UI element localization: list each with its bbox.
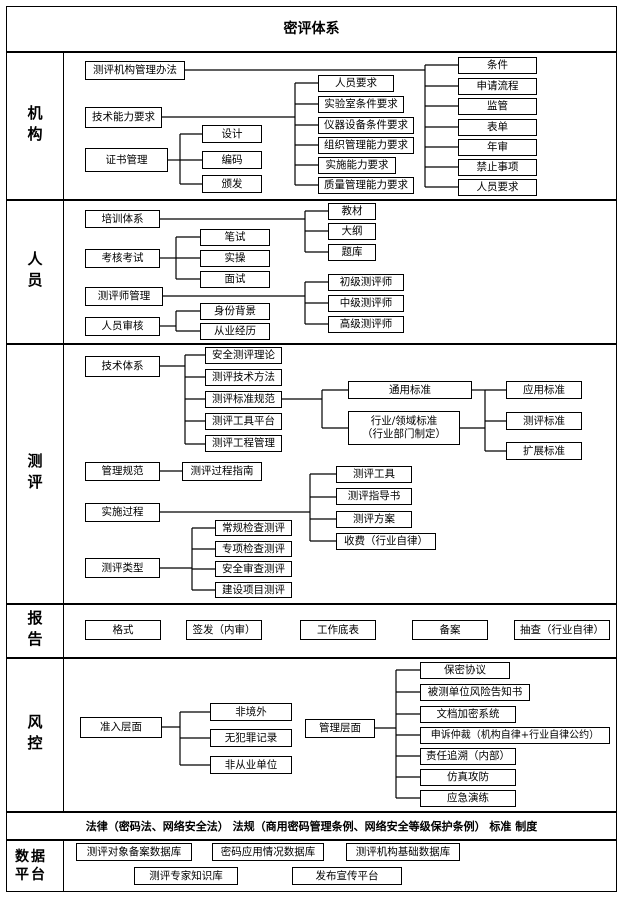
section-baogao-label-col <box>6 604 64 658</box>
fengkong-mgmt-box: 管理层面 <box>305 719 375 738</box>
evaluator-item-1: 中级测评师 <box>328 295 404 312</box>
mgmt-item-0: 条件 <box>458 57 537 74</box>
section-jigou-label-col <box>6 52 64 200</box>
process-item-3: 收费（行业自律） <box>336 533 436 550</box>
type-item-2: 安全审查测评 <box>215 561 292 577</box>
fk-mgmt-item-6: 应急演练 <box>420 790 516 807</box>
ceping-tech-item-0: 安全测评理论 <box>205 347 282 364</box>
mgmt-item-4: 年审 <box>458 139 537 156</box>
section-label-fengkong: 风控 <box>25 714 44 756</box>
train-item-2: 题库 <box>328 244 376 261</box>
std-item-0: 应用标准 <box>506 381 582 399</box>
ceping-tech-item-1: 测评技术方法 <box>205 369 282 386</box>
page-title: 密评体系 <box>283 21 340 37</box>
ceping-tech-item-3: 测评工具平台 <box>205 413 282 430</box>
data-item-2: 测评机构基础数据库 <box>346 843 460 861</box>
general-std-box: 通用标准 <box>348 381 472 399</box>
ceping-mgmt-norm-box: 管理规范 <box>85 462 160 481</box>
access-item-0: 非境外 <box>210 703 292 721</box>
process-item-1: 测评指导书 <box>336 488 412 505</box>
jigou-tech-box: 技术能力要求 <box>85 107 162 128</box>
cert-item-0: 设计 <box>202 125 262 143</box>
report-item-2: 工作底表 <box>300 620 376 640</box>
section-label-shuju: 数据平台 <box>15 848 47 883</box>
data-item-3: 测评专家知识库 <box>134 867 238 885</box>
fk-mgmt-item-1: 被测单位风险告知书 <box>420 684 530 701</box>
fk-mgmt-item-4: 责任追溯（内部） <box>420 748 516 765</box>
tech-item-2: 仪器设备条件要求 <box>318 117 414 134</box>
renyuan-evaluator-box: 测评师管理 <box>85 287 163 306</box>
tech-item-3: 组织管理能力要求 <box>318 137 414 154</box>
type-item-3: 建设项目测评 <box>215 582 292 598</box>
evaluator-item-2: 高级测评师 <box>328 316 404 333</box>
evaluator-item-0: 初级测评师 <box>328 274 404 291</box>
ceping-tech-item-2: 测评标准规范 <box>205 391 282 408</box>
mgmt-item-5: 禁止事项 <box>458 159 537 176</box>
review-item-0: 身份背景 <box>200 303 270 320</box>
section-label-jigou: 机构 <box>25 105 44 147</box>
mgmt-item-6: 人员要求 <box>458 179 537 196</box>
report-item-1: 签发（内审） <box>186 620 262 640</box>
access-item-1: 无犯罪记录 <box>210 729 292 747</box>
std-item-1: 测评标准 <box>506 412 582 430</box>
access-item-2: 非从业单位 <box>210 756 292 774</box>
industry-std-box: 行业/领域标准 （行业部门制定） <box>348 411 460 445</box>
std-item-2: 扩展标准 <box>506 442 582 460</box>
cert-item-1: 编码 <box>202 151 262 169</box>
process-item-0: 测评工具 <box>336 466 412 483</box>
section-ceping-label-col <box>6 344 64 604</box>
jigou-cert-box: 证书管理 <box>85 148 168 172</box>
data-item-4: 发布宣传平台 <box>292 867 402 885</box>
mgmt-item-3: 表单 <box>458 119 537 136</box>
review-item-1: 从业经历 <box>200 323 270 340</box>
title-frame <box>6 6 617 52</box>
section-label-ceping: 测评 <box>25 453 44 495</box>
report-item-0: 格式 <box>85 620 161 640</box>
jigou-mgmt-box: 测评机构管理办法 <box>85 61 185 80</box>
process-item-2: 测评方案 <box>336 511 412 528</box>
fk-mgmt-item-0: 保密协议 <box>420 662 510 679</box>
renyuan-review-box: 人员审核 <box>85 317 160 336</box>
tech-item-4: 实施能力要求 <box>318 157 396 174</box>
type-item-1: 专项检查测评 <box>215 541 292 557</box>
law-frame <box>6 812 617 840</box>
ceping-tech-box: 技术体系 <box>85 356 160 377</box>
mgmt-item-2: 监管 <box>458 98 537 115</box>
section-shuju-label-col <box>6 840 64 892</box>
ceping-types-box: 测评类型 <box>85 558 160 578</box>
law-text: 法律（密码法、网络安全法） 法规（商用密码管理条例、网络安全等级保护条例） 标准… <box>85 820 538 833</box>
data-item-0: 测评对象备案数据库 <box>76 843 192 861</box>
section-fengkong-label-col <box>6 658 64 812</box>
ceping-mgmt-guide-box: 测评过程指南 <box>182 462 262 481</box>
type-item-0: 常规检查测评 <box>215 520 292 536</box>
exam-item-2: 面试 <box>200 271 270 288</box>
fk-mgmt-item-3: 申诉仲裁（机构自律+行业自律公约） <box>420 727 610 744</box>
report-item-4: 抽查（行业自律） <box>514 620 610 640</box>
section-label-renyuan: 人员 <box>25 251 44 293</box>
tech-item-5: 质量管理能力要求 <box>318 177 414 194</box>
data-item-1: 密码应用情况数据库 <box>212 843 324 861</box>
fk-mgmt-item-5: 仿真攻防 <box>420 769 516 786</box>
train-item-1: 大纲 <box>328 223 376 240</box>
report-item-3: 备案 <box>412 620 488 640</box>
mgmt-item-1: 申请流程 <box>458 78 537 95</box>
train-item-0: 教材 <box>328 203 376 220</box>
ceping-process-box: 实施过程 <box>85 503 160 522</box>
exam-item-1: 实操 <box>200 250 270 267</box>
fk-mgmt-item-2: 文档加密系统 <box>420 706 516 723</box>
section-renyuan-label-col <box>6 200 64 344</box>
section-label-baogao: 报告 <box>25 610 44 652</box>
renyuan-exam-box: 考核考试 <box>85 249 160 268</box>
cert-item-2: 颁发 <box>202 175 262 193</box>
renyuan-train-box: 培训体系 <box>85 210 160 228</box>
exam-item-0: 笔试 <box>200 229 270 246</box>
fengkong-access-box: 准入层面 <box>80 717 162 738</box>
tech-item-1: 实验室条件要求 <box>318 96 404 113</box>
ceping-tech-item-4: 测评工程管理 <box>205 435 282 452</box>
tech-item-0: 人员要求 <box>318 75 394 92</box>
